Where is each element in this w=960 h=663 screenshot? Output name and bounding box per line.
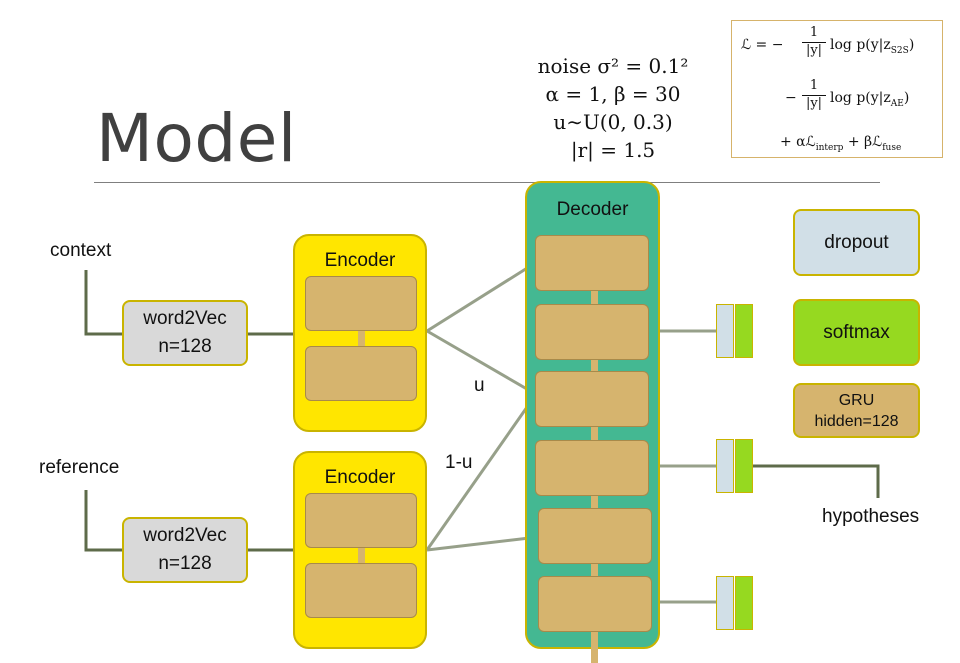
word2vec-reference-dim: n=128	[158, 553, 212, 574]
reference-line	[84, 490, 124, 552]
loss-frac2-den: |y|	[805, 96, 823, 111]
enc-bottom-to-dec-3	[425, 399, 534, 551]
hypotheses-line	[752, 464, 880, 498]
output-1-softmax	[735, 304, 753, 358]
param-noise: noise σ² = 0.1²	[537, 54, 689, 78]
encoder-context-label: Encoder	[324, 250, 396, 271]
loss-line2-sub: AE	[890, 98, 904, 109]
context-label: context	[50, 240, 112, 261]
weight-u-label: u	[474, 375, 485, 396]
output-1-dropout	[716, 304, 734, 358]
hypotheses-label: hypotheses	[822, 506, 920, 527]
param-alpha-beta: α = 1, β = 30	[545, 82, 681, 106]
decoder-label: Decoder	[556, 199, 629, 220]
weight-one-minus-u-label: 1-u	[445, 452, 473, 473]
enc-top-to-dec-1	[426, 263, 533, 333]
word2vec-reference: word2Vec n=128	[122, 517, 248, 583]
loss-frac1-num: 1	[809, 25, 819, 40]
word2vec-context-dim: n=128	[158, 336, 212, 357]
encoder-reference-label: Encoder	[324, 467, 396, 488]
legend-gru: GRU hidden=128	[793, 383, 920, 438]
output-2-dropout	[716, 439, 734, 493]
decoder-gru-1	[535, 235, 649, 291]
decoder-gru-2	[535, 304, 649, 360]
title-divider	[94, 182, 880, 183]
param-r: |r| = 1.5	[570, 138, 656, 162]
loss-frac2-bar	[802, 95, 826, 96]
decoder-gru-4	[535, 440, 649, 496]
reference-label: reference	[39, 457, 120, 478]
loss-frac1-bar	[802, 42, 826, 43]
slide-title: Model	[96, 100, 297, 177]
loss-line1-rhs: log p(y|zS2S)	[830, 37, 915, 56]
legend-gru-hidden: hidden=128	[814, 412, 899, 430]
decoder-gru-3	[535, 371, 649, 427]
decoder-gru-6	[538, 576, 652, 632]
enc-top-to-dec-3	[426, 329, 533, 394]
encoder-reference-gru-1	[305, 493, 417, 548]
encoder-reference-link	[358, 547, 365, 565]
enc-bottom-to-dec-5	[426, 535, 539, 552]
legend-softmax: softmax	[793, 299, 920, 366]
context-line	[84, 270, 124, 336]
output-2-softmax	[735, 439, 753, 493]
decoder: Decoder	[525, 181, 660, 663]
hyperparameters: noise σ² = 0.1² α = 1, β = 30 u∼U(0, 0.3…	[500, 52, 726, 164]
word2vec-reference-title: word2Vec	[143, 525, 227, 546]
word2vec-context-title: word2Vec	[143, 308, 227, 329]
word2vec-context: word2Vec n=128	[122, 300, 248, 366]
encoder-context-link	[358, 330, 365, 348]
encoder-context-gru-1	[305, 276, 417, 331]
loss-line2-rhs: log p(y|zAE)	[830, 90, 910, 109]
legend-dropout: dropout	[793, 209, 920, 276]
loss-frac2-num: 1	[809, 78, 819, 93]
loss-line1-sub: S2S	[890, 45, 909, 56]
param-u: u∼U(0, 0.3)	[553, 110, 673, 134]
loss-line2-lhs: −	[785, 90, 797, 106]
loss-line1-lhs: ℒ = −	[741, 37, 784, 53]
legend-gru-title: GRU	[838, 391, 875, 409]
legend-softmax-label: softmax	[823, 321, 890, 343]
loss-frac1-den: |y|	[805, 43, 823, 58]
encoder-reference-gru-2	[305, 563, 417, 618]
loss-line3: + αℒinterp + βℒfuse	[780, 134, 902, 153]
output-3-softmax	[735, 576, 753, 630]
decoder-gru-5	[538, 508, 652, 564]
encoder-context-gru-2	[305, 346, 417, 401]
loss-formula-box: ℒ = − 1 |y| log p(y|zS2S) − 1 |y| log p(…	[731, 20, 943, 158]
encoder-reference: Encoder	[293, 451, 427, 649]
encoder-context: Encoder	[293, 234, 427, 432]
output-3-dropout	[716, 576, 734, 630]
legend-dropout-label: dropout	[824, 231, 889, 253]
